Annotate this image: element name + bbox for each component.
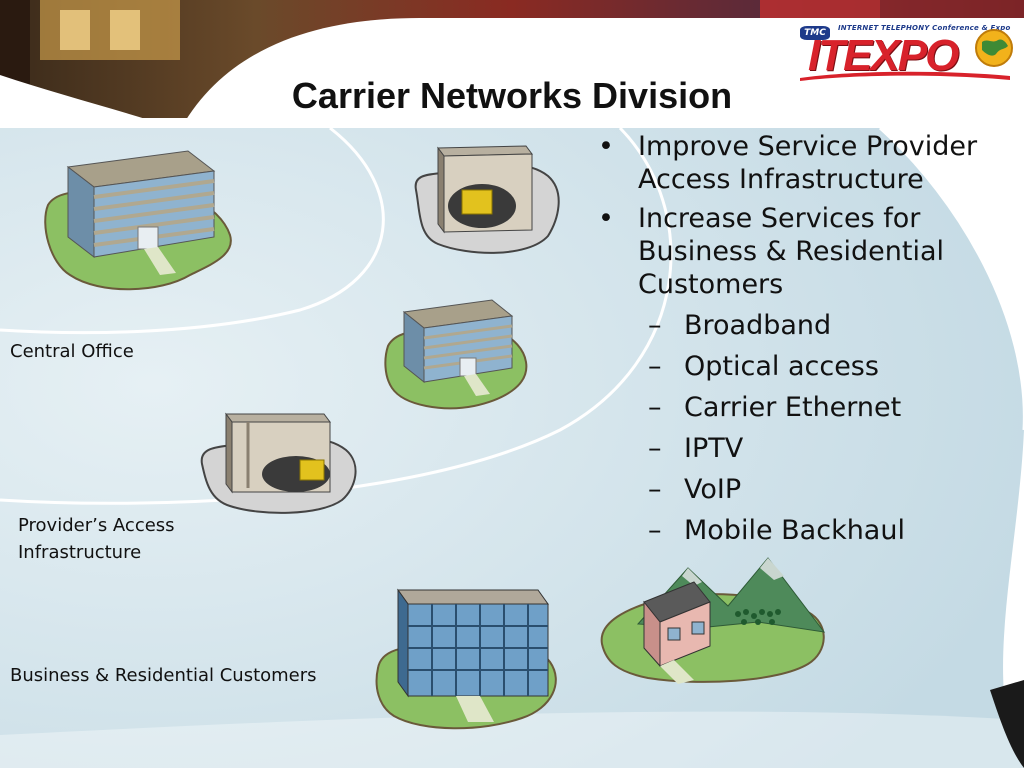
label-business-residential: Business & Residential Customers [10,665,317,686]
glass-office-icon [375,588,557,730]
sub-bullet-dash: – [648,392,662,423]
bullet-dot: • [598,131,614,162]
sub-bullet-text: Optical access [684,351,879,382]
sub-bullet-dash: – [648,310,662,341]
sub-bullet-item: – Mobile Backhaul [598,514,1018,547]
sub-bullet-text: IPTV [684,433,744,464]
logo-badge: TMC [800,26,830,40]
cabinet-shelter-icon [200,412,357,514]
rural-house-icon [600,557,826,684]
sub-bullet-item: – IPTV [598,432,1018,465]
sub-bullet-text: Carrier Ethernet [684,392,902,423]
logo-swoosh [800,71,1010,81]
bullet-list: • Improve Service Provider Access Infras… [598,130,1018,547]
page-title: Carrier Networks Division [291,75,733,116]
sub-bullet-item: – Carrier Ethernet [598,391,1018,424]
logo-wordmark: ITEXPO [808,31,959,80]
sub-bullet-dash: – [648,474,662,505]
sub-bullet-dash: – [648,515,662,546]
sub-bullet-text: VoIP [684,474,742,505]
itexpo-logo: TMC INTERNET TELEPHONY Conference & Expo… [796,22,1018,84]
bullet-item: • Improve Service Provider Access Infras… [598,130,1018,196]
sub-bullet-dash: – [648,433,662,464]
sub-bullet-item: – Optical access [598,350,1018,383]
office-building-icon [384,299,528,410]
sub-bullet-item: – VoIP [598,473,1018,506]
bullet-text: Increase Services for Business & Residen… [638,203,945,300]
label-provider-access: Provider’s Access Infrastructure [18,515,175,563]
logo-tagline: INTERNET TELEPHONY Conference & Expo [838,24,1011,32]
label-central-office: Central Office [10,341,134,362]
bullet-text: Improve Service Provider Access Infrastr… [638,131,978,195]
globe-icon [975,29,1013,67]
cabinet-shelter-icon [414,145,560,254]
bullet-dot: • [598,203,614,234]
sub-bullet-item: – Broadband [598,309,1018,342]
sub-bullet-text: Broadband [684,310,832,341]
office-building-icon [44,150,232,291]
bullet-item: • Increase Services for Business & Resid… [598,202,1018,301]
sub-bullet-dash: – [648,351,662,382]
sub-bullet-text: Mobile Backhaul [684,515,905,546]
header-white-overlay [0,18,1024,130]
